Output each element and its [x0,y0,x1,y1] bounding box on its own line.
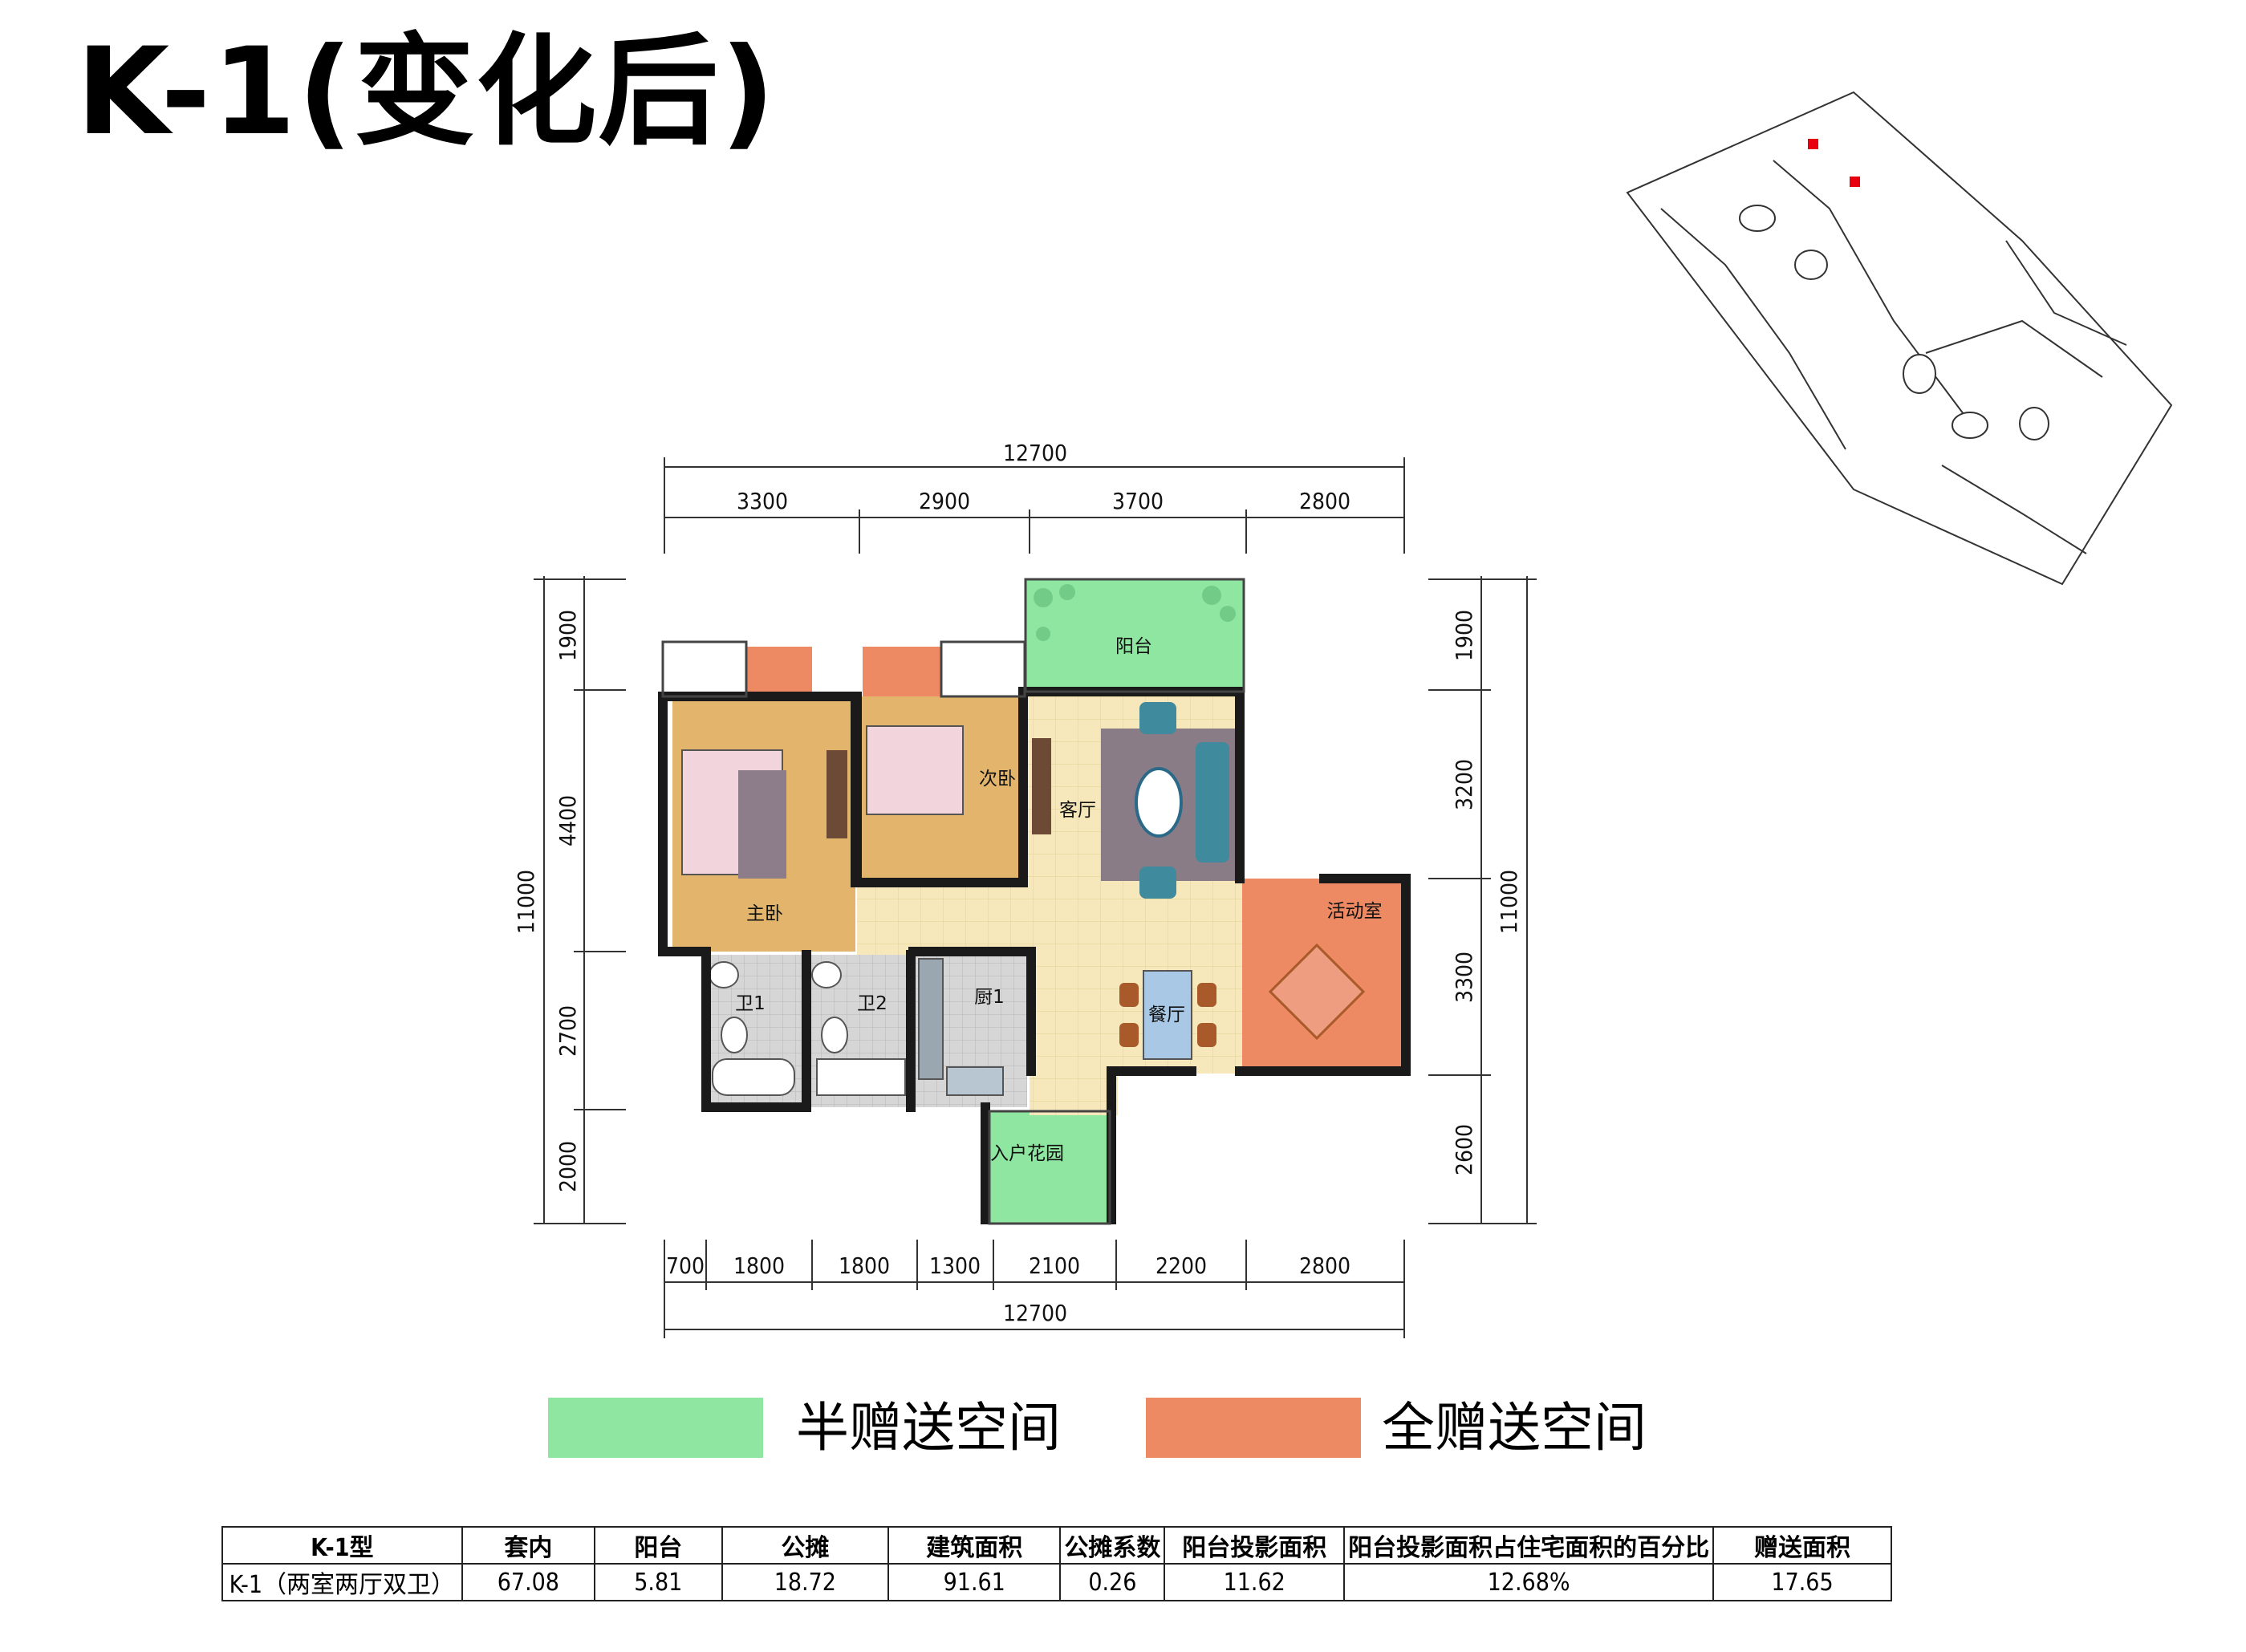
dim-left-seg-4: 2000 [554,1141,581,1192]
dim-right-total: 11000 [1496,870,1522,934]
table-header: K-1型 [221,1526,463,1565]
dim-top-seg-4: 2800 [1299,488,1350,514]
room-label-entrance-garden: 入户花园 [990,1143,1064,1164]
second-bed [866,725,964,815]
bathtub [712,1058,795,1096]
bathtub-2 [816,1058,906,1096]
dim-top-seg-3: 3700 [1112,488,1164,514]
hall-floor [1030,947,1118,1115]
dim-top-seg-2: 2900 [919,488,970,514]
dim-bottom-seg-5: 2100 [1029,1252,1080,1279]
dim-bottom-seg-7: 2800 [1299,1252,1350,1279]
table-header: 建筑面积 [887,1526,1062,1565]
table-cell: 18.72 [721,1563,890,1601]
entrance-garden-area [989,1111,1108,1224]
table-header: 阳台 [594,1526,723,1565]
page-title: K-1(变化后) [76,22,777,162]
bay-window-1 [746,647,812,698]
table-header: 公摊系数 [1059,1526,1166,1565]
legend-swatch-half-gift [548,1398,763,1458]
floor-plan [658,578,1411,1225]
dim-right-seg-2: 3200 [1451,759,1477,810]
dim-right-seg-3: 3300 [1451,952,1477,1003]
room-label-living-room: 客厅 [1059,800,1096,821]
room-label-activity-room: 活动室 [1327,901,1383,922]
balcony-plants [1034,584,1236,641]
dim-left-total: 11000 [513,870,539,934]
room-label-bathroom-1: 卫1 [735,993,766,1014]
legend-label-full-gift: 全赠送空间 [1382,1397,1647,1459]
basin-1 [709,961,739,988]
dim-top-total: 12700 [1003,440,1067,466]
room-label-kitchen: 厨1 [974,987,1005,1008]
toilet-2 [821,1017,848,1053]
room-label-bathroom-2: 卫2 [857,993,887,1014]
toilet-1 [721,1017,748,1053]
dimension-lines [534,457,1537,1338]
activity-table [1268,943,1366,1041]
basin-2 [811,961,842,988]
site-key-plan [1626,91,2173,586]
unit-marker-2 [1850,177,1860,187]
table-row: K-1（两室两厅双卫） 67.08 5.81 18.72 91.61 0.26 … [221,1563,1892,1601]
dim-bottom-seg-2: 1800 [733,1252,785,1279]
dim-bottom-seg-1: 700 [666,1252,705,1279]
dim-bottom-seg-6: 2200 [1155,1252,1207,1279]
area-table-header-row: K-1型 套内 阳台 公摊 建筑面积 公摊系数 阳台投影面积 阳台投影面积占住宅… [221,1526,1892,1565]
table-cell: 12.68% [1343,1563,1715,1601]
table-header: 公摊 [721,1526,890,1565]
room-label-dining-room: 餐厅 [1148,1005,1185,1025]
table-header: 阳台投影面积 [1164,1526,1346,1565]
kitchen-sink [946,1066,1004,1096]
dim-left-seg-1: 1900 [554,610,581,661]
kitchen-counter [918,958,944,1080]
table-header: 阳台投影面积占住宅面积的百分比 [1343,1526,1715,1565]
dim-left-seg-2: 4400 [554,795,581,846]
sofa [1196,742,1229,863]
unit-marker-1 [1808,139,1818,149]
dining-chairs [1119,983,1216,1047]
area-table: K-1型 套内 阳台 公摊 建筑面积 公摊系数 阳台投影面积 阳台投影面积占住宅… [221,1526,1892,1601]
table-cell: K-1（两室两厅双卫） [221,1563,463,1601]
dim-bottom-seg-3: 1800 [839,1252,890,1279]
dim-bottom-total: 12700 [1003,1300,1067,1326]
bay-window-2 [863,647,941,698]
table-cell: 5.81 [594,1563,723,1601]
dim-left-seg-3: 2700 [554,1005,581,1057]
second-tv-cabinet [1032,738,1051,834]
legend-swatch-full-gift [1146,1398,1361,1458]
master-bed-cover [738,770,786,879]
table-header: 赠送面积 [1712,1526,1892,1565]
dim-top-seg-1: 3300 [737,488,788,514]
table-cell: 17.65 [1712,1563,1892,1601]
table-cell: 11.62 [1164,1563,1346,1601]
armchair-2 [1139,867,1176,899]
table-cell: 91.61 [887,1563,1062,1601]
coffee-table [1135,767,1183,838]
table-cell: 0.26 [1059,1563,1166,1601]
room-label-second-bedroom: 次卧 [979,769,1016,789]
legend-label-half-gift: 半赠送空间 [796,1397,1061,1459]
master-tv-cabinet [827,750,847,838]
table-header: 套内 [461,1526,596,1565]
legend: 半赠送空间 全赠送空间 [0,1398,2246,1458]
armchair-1 [1139,702,1176,734]
room-label-balcony: 阳台 [1115,636,1152,657]
dim-right-seg-4: 2600 [1451,1124,1477,1175]
room-label-master-bedroom: 主卧 [746,903,783,924]
dining-table [1143,970,1192,1060]
dim-bottom-seg-4: 1300 [929,1252,981,1279]
thin-walls [661,578,1245,1225]
table-cell: 67.08 [461,1563,596,1601]
dim-right-seg-1: 1900 [1451,610,1477,661]
